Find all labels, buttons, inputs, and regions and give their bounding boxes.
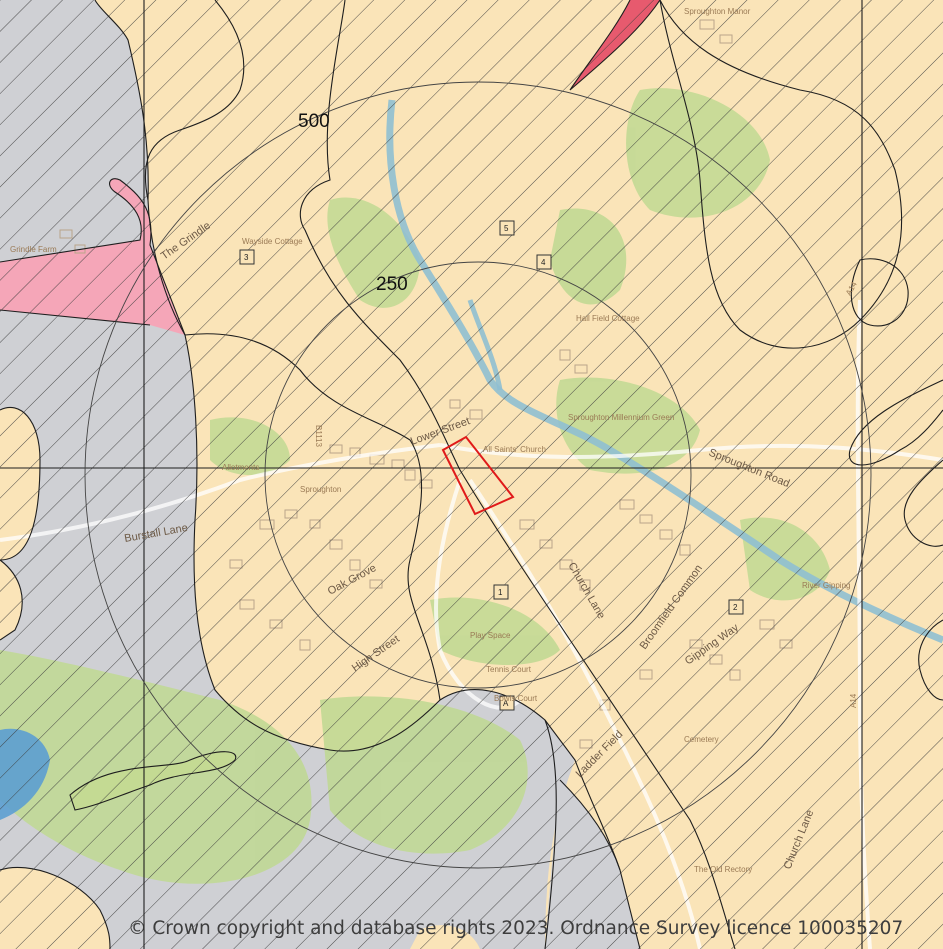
marker-2[interactable]: 2 [728,599,744,615]
marker-A[interactable]: A [499,695,515,711]
marker-3[interactable]: 3 [239,249,255,265]
label-play-space: Play Space [470,631,511,640]
marker-A-label: A [503,699,509,708]
label-allotments: Allotments [222,463,259,472]
marker-5-label: 5 [504,224,509,233]
label-a14-south: A14 [849,693,858,708]
label-millennium-green: Sproughton Millennium Green [568,413,674,422]
marker-2-label: 2 [733,603,738,612]
site-boundary[interactable] [441,435,515,516]
label-tennis-court: Tennis Court [486,665,532,674]
buffer-500-label: 500 [298,111,330,132]
marker-4[interactable]: 4 [536,254,552,270]
label-b1113: B1113 [314,425,323,447]
buffer-250-label: 250 [376,274,408,295]
marker-5[interactable]: 5 [499,220,515,236]
label-hall-field-cottage: Hall Field Cottage [576,314,640,323]
label-all-saints-church: All Saints' Church [483,445,546,454]
marker-1-label: 1 [498,588,503,597]
label-sproughton-manor: Sproughton Manor [684,7,751,16]
marker-1[interactable]: 1 [493,584,509,600]
marker-3-label: 3 [244,253,249,262]
buffer-250-circle [264,261,692,689]
label-river-gipping: River Gipping [802,581,850,590]
label-grindle-farm: Grindle Farm [10,245,57,254]
label-wayside-cottage: Wayside Cottage [242,237,303,246]
buffer-500-circle [84,81,872,869]
marker-4-label: 4 [541,258,546,267]
copyright-notice: © Crown copyright and database rights 20… [128,918,904,939]
label-sproughton: Sproughton [300,485,341,494]
label-bowls-court: Bowls Court [494,694,538,703]
label-the-old-rectory: The Old Rectory [694,865,752,874]
label-cemetery: Cemetery [684,735,719,744]
